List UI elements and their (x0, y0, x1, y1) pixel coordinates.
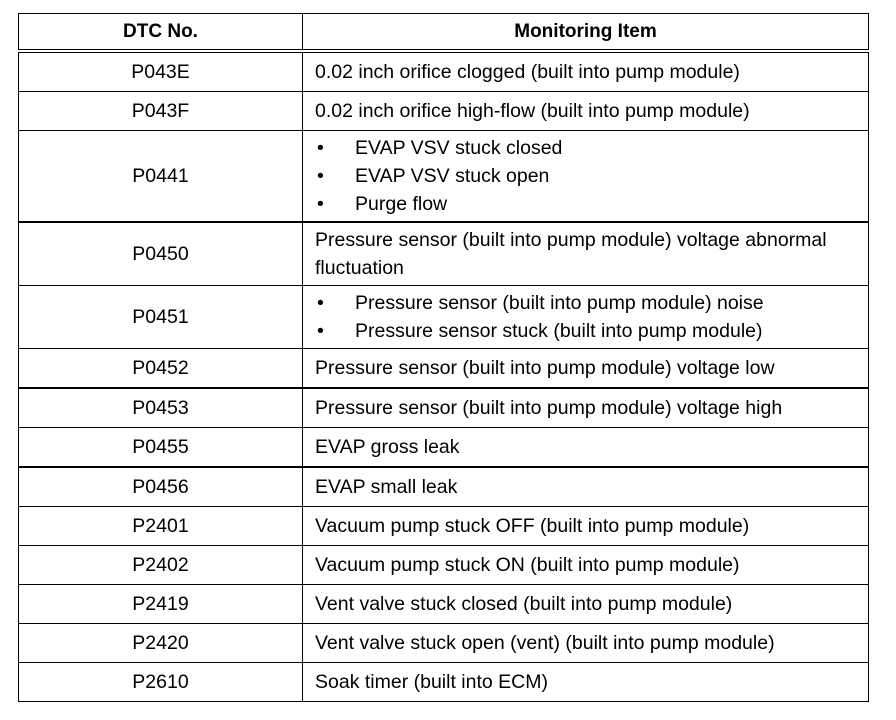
monitoring-item: Pressure sensor (built into pump module)… (302, 221, 869, 286)
table-row: P0455 EVAP gross leak (18, 427, 869, 468)
bullet-icon: • (317, 320, 324, 342)
monitoring-item: Pressure sensor (built into pump module)… (302, 387, 869, 428)
table-row: P043F 0.02 inch orifice high-flow (built… (18, 91, 869, 131)
list-item-text: Pressure sensor stuck (built into pump m… (355, 320, 763, 342)
monitoring-item: Soak timer (built into ECM) (302, 662, 869, 702)
list-item: • Pressure sensor (built into pump module… (315, 289, 862, 317)
monitoring-item: EVAP gross leak (302, 427, 869, 468)
header-row: DTC No. Monitoring Item (18, 13, 869, 53)
table-row: P2610 Soak timer (built into ECM) (18, 662, 869, 702)
bullet-icon: • (317, 165, 324, 187)
dtc-code: P2610 (18, 662, 303, 702)
list-item-text: EVAP VSV stuck closed (355, 137, 563, 159)
table-row: P2420 Vent valve stuck open (vent) (buil… (18, 623, 869, 663)
monitoring-item: 0.02 inch orifice clogged (built into pu… (302, 50, 869, 92)
dtc-code: P2402 (18, 545, 303, 585)
table-row: P2401 Vacuum pump stuck OFF (built into … (18, 506, 869, 546)
monitoring-item: EVAP small leak (302, 466, 869, 507)
table-row: P0451 • Pressure sensor (built into pump … (18, 285, 869, 349)
table-row: P2419 Vent valve stuck closed (built int… (18, 584, 869, 624)
table-row: P0453 Pressure sensor (built into pump m… (18, 387, 869, 428)
dtc-code: P0441 (18, 130, 303, 223)
dtc-code: P0453 (18, 387, 303, 428)
monitoring-item-list: • EVAP VSV stuck closed • EVAP VSV stuck o… (302, 130, 869, 223)
bullet-icon: • (317, 292, 324, 314)
dtc-code: P0450 (18, 221, 303, 286)
monitoring-item-list: • Pressure sensor (built into pump module… (302, 285, 869, 349)
header-dtc-no: DTC No. (18, 13, 303, 53)
dtc-code: P0456 (18, 466, 303, 507)
table-row: P0452 Pressure sensor (built into pump m… (18, 348, 869, 389)
dtc-code: P0451 (18, 285, 303, 349)
list-item-text: Pressure sensor (built into pump module)… (355, 292, 764, 314)
dtc-code: P043E (18, 50, 303, 92)
table-row: P0450 Pressure sensor (built into pump m… (18, 221, 869, 286)
dtc-code: P043F (18, 91, 303, 131)
dtc-code: P0455 (18, 427, 303, 468)
table-row: P043E 0.02 inch orifice clogged (built i… (18, 50, 869, 92)
dtc-code: P2419 (18, 584, 303, 624)
monitoring-item: Vent valve stuck closed (built into pump… (302, 584, 869, 624)
dtc-code: P0452 (18, 348, 303, 389)
dtc-code: P2401 (18, 506, 303, 546)
monitoring-item: Vacuum pump stuck OFF (built into pump m… (302, 506, 869, 546)
table-row: P0441 • EVAP VSV stuck closed • EVAP VSV s… (18, 130, 869, 223)
bullet-icon: • (317, 193, 324, 215)
dtc-code: P2420 (18, 623, 303, 663)
list-item-text: EVAP VSV stuck open (355, 165, 550, 187)
monitoring-item: Vacuum pump stuck ON (built into pump mo… (302, 545, 869, 585)
table-row: P2402 Vacuum pump stuck ON (built into p… (18, 545, 869, 585)
monitoring-item: Vent valve stuck open (vent) (built into… (302, 623, 869, 663)
header-monitoring-item: Monitoring Item (302, 13, 869, 53)
list-item: • EVAP VSV stuck open (315, 162, 862, 190)
list-item: • Pressure sensor stuck (built into pump … (315, 317, 862, 345)
list-item-text: Purge flow (355, 193, 448, 215)
bullet-icon: • (317, 137, 324, 159)
list-item: • EVAP VSV stuck closed (315, 134, 862, 162)
dtc-monitoring-table: DTC No. Monitoring Item P043E 0.02 inch … (18, 13, 869, 702)
list-item: • Purge flow (315, 190, 862, 218)
monitoring-item: 0.02 inch orifice high-flow (built into … (302, 91, 869, 131)
table-row: P0456 EVAP small leak (18, 466, 869, 507)
monitoring-item: Pressure sensor (built into pump module)… (302, 348, 869, 389)
